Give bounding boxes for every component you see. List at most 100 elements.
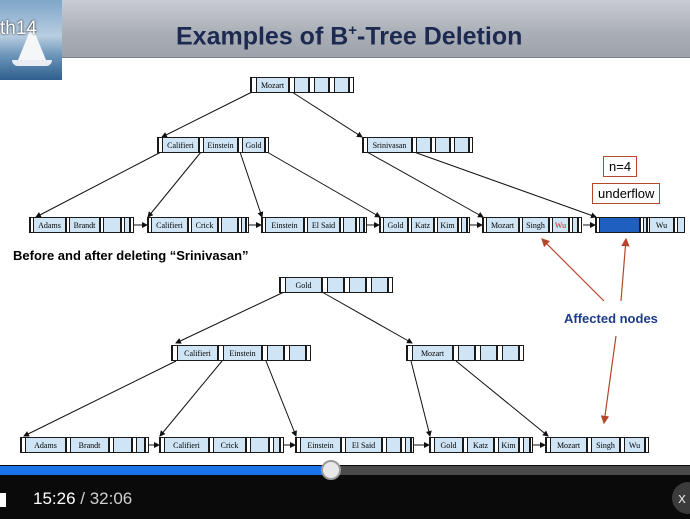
pointer-cell bbox=[144, 437, 149, 453]
total-duration: 32:06 bbox=[90, 489, 133, 508]
pointer-cell bbox=[264, 137, 269, 153]
key-cell: Katz bbox=[411, 217, 433, 233]
pointer-cell bbox=[245, 217, 249, 233]
key-cell: Singh bbox=[522, 217, 548, 233]
skip-back-icon[interactable] bbox=[0, 493, 6, 507]
key-cell: Einstein bbox=[300, 437, 340, 453]
key-cell bbox=[289, 345, 305, 361]
key-cell: Mozart bbox=[486, 217, 518, 233]
key-cell bbox=[435, 137, 449, 153]
key-cell: Wu bbox=[649, 217, 673, 233]
after-leaf-3: Einstein El Said bbox=[295, 437, 414, 453]
current-time: 15:26 bbox=[33, 489, 76, 508]
key-cell: Einstein bbox=[203, 137, 237, 153]
after-leaf-4: Gold Katz Kim bbox=[429, 437, 533, 453]
key-cell: Mozart bbox=[550, 437, 586, 453]
pointer-cell bbox=[279, 437, 284, 453]
key-cell bbox=[343, 217, 355, 233]
n-value-annotation: n=4 bbox=[603, 156, 637, 177]
empty-key-cell bbox=[599, 217, 639, 233]
key-cell: Srinivasan bbox=[367, 137, 411, 153]
key-cell: El Said bbox=[345, 437, 381, 453]
after-leaf-1: Adams Brandt bbox=[20, 437, 149, 453]
before-leaf-3: Einstein El Said bbox=[261, 217, 367, 233]
time-display: 15:26 / 32:06 bbox=[33, 489, 132, 509]
key-cell: Califieri bbox=[162, 137, 198, 153]
seek-handle[interactable] bbox=[321, 460, 341, 480]
seek-bar[interactable] bbox=[0, 466, 690, 475]
key-cell: Gold bbox=[242, 137, 264, 153]
key-cell: Adams bbox=[25, 437, 65, 453]
before-leaf-1: Adams Brandt bbox=[29, 217, 134, 233]
key-cell bbox=[221, 217, 237, 233]
key-cell: Adams bbox=[33, 217, 65, 233]
key-cell: Califieri bbox=[177, 345, 217, 361]
key-cell: Mozart bbox=[256, 77, 288, 93]
pointer-cell bbox=[529, 437, 533, 453]
after-internal-left-node: Califieri Einstein bbox=[171, 345, 311, 361]
key-cell: Brandt bbox=[69, 217, 99, 233]
pointer-cell bbox=[410, 437, 414, 453]
key-cell: Katz bbox=[467, 437, 493, 453]
key-cell: Wu bbox=[624, 437, 644, 453]
pointer-cell bbox=[305, 345, 311, 361]
before-after-caption: Before and after deleting “Srinivasan” bbox=[13, 248, 249, 263]
key-cell: Kim bbox=[437, 217, 457, 233]
pointer-cell bbox=[518, 345, 524, 361]
pointer-cell bbox=[387, 277, 393, 293]
key-cell bbox=[677, 217, 685, 233]
key-cell: Gold bbox=[434, 437, 462, 453]
key-cell bbox=[314, 77, 328, 93]
pointer-cell bbox=[466, 217, 470, 233]
after-internal-right-node: Mozart bbox=[406, 345, 524, 361]
underflow-annotation: underflow bbox=[592, 183, 660, 204]
key-cell: Kim bbox=[498, 437, 518, 453]
after-leaf-2: Califieri Crick bbox=[159, 437, 284, 453]
key-cell bbox=[349, 277, 365, 293]
key-cell bbox=[267, 345, 283, 361]
seek-bar-progress bbox=[0, 466, 331, 475]
key-cell: Einstein bbox=[223, 345, 261, 361]
before-internal-left-node: Califieri Einstein Gold bbox=[157, 137, 269, 153]
key-cell: El Said bbox=[307, 217, 339, 233]
key-cell bbox=[103, 217, 120, 233]
key-cell: Brandt bbox=[70, 437, 108, 453]
key-cell: Gold bbox=[383, 217, 407, 233]
before-leaf-5: Mozart Singh Wu bbox=[482, 217, 582, 233]
key-cell: Singh bbox=[591, 437, 619, 453]
before-root-node: Mozart bbox=[250, 77, 354, 93]
key-cell bbox=[294, 77, 308, 93]
before-leaf-2: Califieri Crick bbox=[147, 217, 249, 233]
key-cell bbox=[416, 137, 430, 153]
after-leaf-5: Mozart Singh Wu bbox=[545, 437, 649, 453]
slide-canvas: Examples of B+-Tree Deletion th14 bbox=[0, 0, 690, 465]
pointer-cell bbox=[644, 437, 649, 453]
pointer-cell bbox=[468, 137, 473, 153]
key-cell bbox=[334, 77, 348, 93]
pointer-cell bbox=[129, 217, 134, 233]
pointer-cell bbox=[577, 217, 582, 233]
before-leaf-4: Gold Katz Kim bbox=[379, 217, 470, 233]
key-cell: Califieri bbox=[164, 437, 208, 453]
key-cell bbox=[480, 345, 496, 361]
key-cell bbox=[458, 345, 474, 361]
before-internal-right-node: Srinivasan bbox=[362, 137, 473, 153]
time-separator: / bbox=[76, 489, 90, 508]
video-player-bar: 15:26 / 32:06 bbox=[0, 465, 690, 519]
key-cell: Crick bbox=[191, 217, 217, 233]
key-cell bbox=[136, 437, 144, 453]
pointer-cell bbox=[348, 77, 354, 93]
affected-nodes-label: Affected nodes bbox=[564, 311, 658, 326]
key-cell bbox=[454, 137, 468, 153]
key-cell bbox=[502, 345, 518, 361]
key-cell bbox=[250, 437, 268, 453]
key-cell bbox=[386, 437, 400, 453]
after-root-node: Gold bbox=[279, 277, 393, 293]
key-cell bbox=[113, 437, 131, 453]
pointer-cell bbox=[363, 217, 367, 233]
key-cell: Gold bbox=[285, 277, 321, 293]
key-cell: Crick bbox=[213, 437, 245, 453]
key-cell: Califieri bbox=[151, 217, 187, 233]
key-cell bbox=[327, 277, 343, 293]
before-leaf-6-underflow: Wu bbox=[595, 217, 685, 233]
